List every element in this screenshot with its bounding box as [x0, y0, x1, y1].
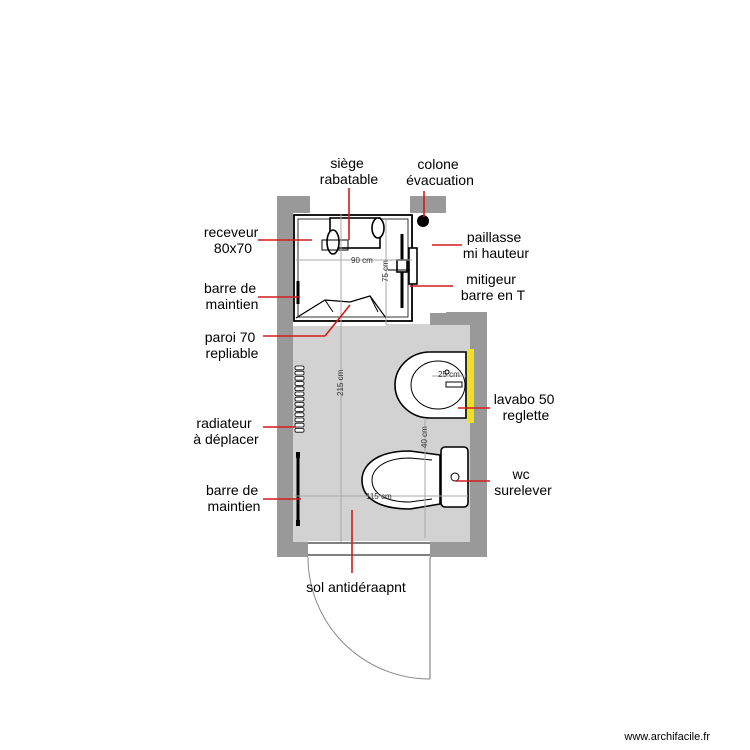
dim-basin-offset: 25 cm [438, 370, 460, 379]
label-receveur: receveur 80x70 [204, 224, 262, 256]
top-window-gap [310, 196, 410, 213]
dim-shower-width: 90 cm [351, 256, 373, 265]
label-lavabo: lavabo 50 reglette [494, 391, 559, 423]
radiator-fin [294, 386, 305, 391]
evacuation-column [417, 215, 429, 227]
dim-shower-depth: 75 cm [381, 260, 390, 282]
label-paroi: paroi 70 repliable [205, 329, 259, 361]
radiator-fin [294, 370, 305, 376]
paillasse-niche [427, 213, 446, 313]
radiator [294, 365, 305, 433]
label-barre-bas: barre de maintien [206, 482, 262, 514]
annotation-labels: siège rabatable colone évacuation receve… [193, 155, 559, 595]
radiator-fin [294, 365, 305, 371]
reglette-light [468, 349, 474, 423]
radiator-fin [294, 391, 305, 397]
folding-screen [295, 295, 387, 319]
label-sol: sol antidéraapnt [306, 579, 406, 595]
dimension-lines [295, 214, 468, 542]
door-swing [307, 556, 431, 680]
label-barre-haut: barre de maintien [204, 280, 260, 312]
folding-seat [321, 217, 385, 255]
radiator-fin [294, 401, 305, 407]
radiator-fin [294, 417, 305, 423]
label-siege: siège rabatable [320, 155, 379, 187]
radiator-fin [294, 396, 305, 402]
label-mitigeur: mitigeur barre en T [461, 271, 526, 303]
label-paillasse: paillasse mi hauteur [463, 229, 529, 261]
radiator-fin [294, 422, 305, 428]
credit-text: www.archifacile.fr [623, 731, 710, 743]
dim-room-length: 215 cm [336, 369, 345, 396]
annotation-leaders [258, 188, 490, 573]
dim-room-width: 115 cm [366, 492, 392, 501]
radiator-fin [294, 375, 305, 381]
label-radiateur: radiateur à déplacer [193, 415, 259, 447]
toilet [361, 446, 469, 510]
radiator-fin [294, 412, 305, 417]
dimension-labels: 90 cm 75 cm 25 cm 215 cm 40 cm 115 cm [336, 256, 460, 501]
grab-bar-lower [296, 452, 300, 526]
door-opening [308, 541, 430, 557]
radiator-fin [294, 381, 305, 386]
label-colonne: colone évacuation [406, 156, 474, 188]
label-wc: wc surelever [494, 466, 552, 498]
wash-basin [394, 351, 467, 419]
radiator-fin [294, 427, 305, 433]
mixer-tap [388, 234, 418, 308]
radiator-fin [294, 407, 305, 412]
dim-basin-wc-gap: 40 cm [420, 426, 429, 448]
